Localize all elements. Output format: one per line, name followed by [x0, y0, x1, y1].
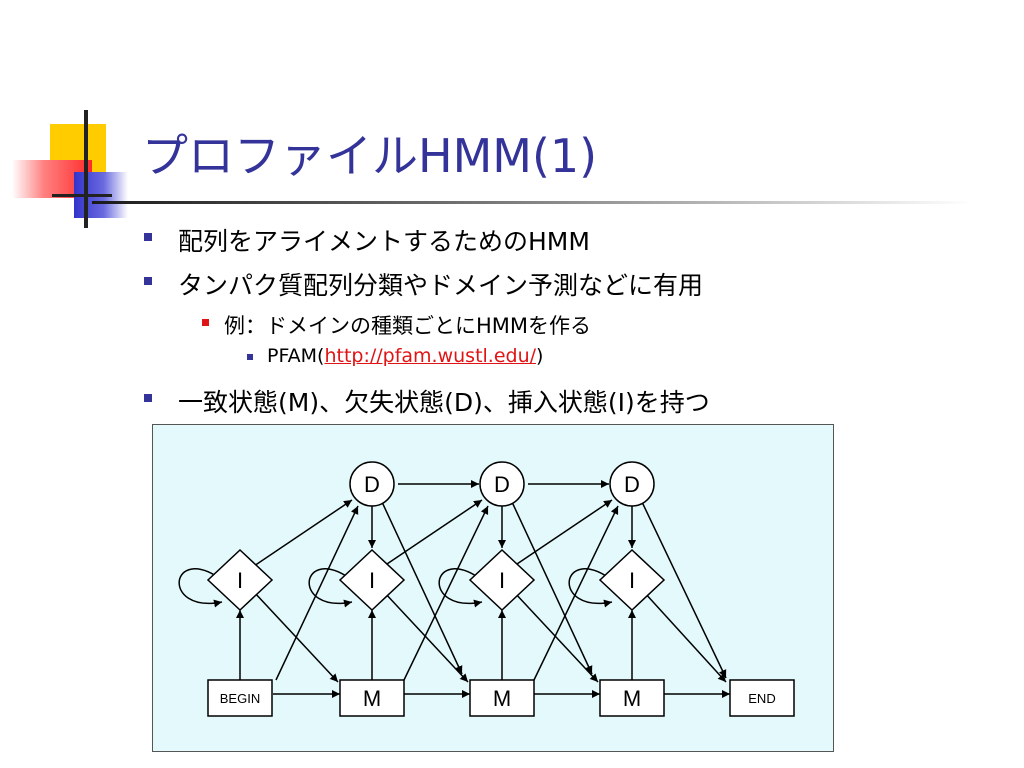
insert-state-label: I — [237, 568, 243, 593]
bullet-usefulness: タンパク質配列分類やドメイン予測などに有用 — [144, 266, 704, 302]
bullet-marker — [247, 354, 253, 360]
decor-vertical-line — [84, 110, 88, 228]
delete-state: D — [479, 461, 525, 507]
match-state-box — [339, 679, 405, 717]
bullet-text: 配列をアライメントするためのHMM — [178, 227, 590, 256]
arrow-d-end — [641, 501, 727, 679]
arrow-i-d — [383, 499, 483, 567]
delete-state-label: D — [624, 472, 640, 497]
bullet-marker — [202, 319, 209, 326]
arrow-i-m — [513, 591, 599, 683]
arrow-m-d — [403, 505, 489, 681]
arrow-m-d — [533, 505, 619, 681]
arrow-d-m — [511, 501, 593, 675]
delete-state-circle — [349, 461, 395, 507]
begin-state-label: BEGIN — [220, 691, 260, 706]
match-state: M — [599, 679, 665, 717]
match-state-label: M — [493, 686, 511, 711]
insert-state-diamond — [598, 548, 666, 612]
match-state: M — [469, 679, 535, 717]
delete-state-circle — [609, 461, 655, 507]
loop-arrow — [308, 568, 353, 608]
pfam-suffix: ) — [536, 345, 544, 367]
arrow-begin-d — [275, 505, 359, 681]
insert-state-label: I — [499, 568, 505, 593]
bullet-hmm-alignment: 配列をアライメントするためのHMM — [144, 222, 590, 258]
bullet-marker — [144, 277, 152, 285]
insert-state-diamond — [468, 548, 536, 612]
bullet-states: 一致状態(M)、欠失状態(D)、挿入状態(I)を持つ — [144, 383, 710, 419]
insert-state: I — [598, 548, 666, 612]
match-state-box — [599, 679, 665, 717]
loop-arrow — [568, 568, 613, 608]
arrow-i-d — [513, 499, 613, 567]
end-state: END — [729, 679, 795, 717]
bullet-text: タンパク質配列分類やドメイン予測などに有用 — [178, 271, 704, 300]
match-state-label: M — [623, 686, 641, 711]
bullet-text: 例：ドメインの種類ごとにHMMを作る — [224, 314, 592, 338]
arrow-d-m — [381, 501, 463, 675]
insert-state: I — [206, 548, 274, 612]
bullet-marker — [144, 233, 152, 241]
pfam-prefix: PFAM( — [267, 345, 325, 367]
end-state-label: END — [748, 691, 775, 706]
insert-state-diamond — [206, 548, 274, 612]
delete-state-label: D — [364, 472, 380, 497]
arrow-i-m — [383, 591, 469, 683]
insert-state-diamond — [338, 548, 406, 612]
transition-arrows — [178, 480, 730, 698]
insert-state-label: I — [629, 568, 635, 593]
loop-arrow — [438, 568, 483, 608]
delete-state-circle — [479, 461, 525, 507]
match-state: M — [339, 679, 405, 717]
profile-hmm-diagram: D D D I I I I BEGIN M M M — [152, 424, 834, 752]
slide-title: プロファイルHMM(1) — [142, 129, 598, 183]
bullet-marker — [144, 394, 152, 402]
bullet-domain-example: 例：ドメインの種類ごとにHMMを作る — [202, 310, 592, 340]
begin-state-box — [207, 679, 273, 717]
begin-state: BEGIN — [207, 679, 273, 717]
match-state-label: M — [363, 686, 381, 711]
arrow-i-d — [253, 499, 353, 567]
bullet-pfam: PFAM(http://pfam.wustl.edu/) — [247, 345, 544, 367]
insert-state: I — [468, 548, 536, 612]
delete-state: D — [349, 461, 395, 507]
insert-state-label: I — [369, 568, 375, 593]
pfam-link[interactable]: http://pfam.wustl.edu/ — [324, 345, 537, 367]
end-state-box — [729, 679, 795, 717]
title-underline — [92, 201, 972, 204]
bullet-text: 一致状態(M)、欠失状態(D)、挿入状態(I)を持つ — [178, 388, 710, 417]
loop-arrow — [178, 568, 223, 608]
arrow-i-end — [643, 591, 727, 683]
decor-horizontal-line — [52, 194, 112, 197]
insert-state: I — [338, 548, 406, 612]
delete-state: D — [609, 461, 655, 507]
delete-state-label: D — [494, 472, 510, 497]
match-state-box — [469, 679, 535, 717]
